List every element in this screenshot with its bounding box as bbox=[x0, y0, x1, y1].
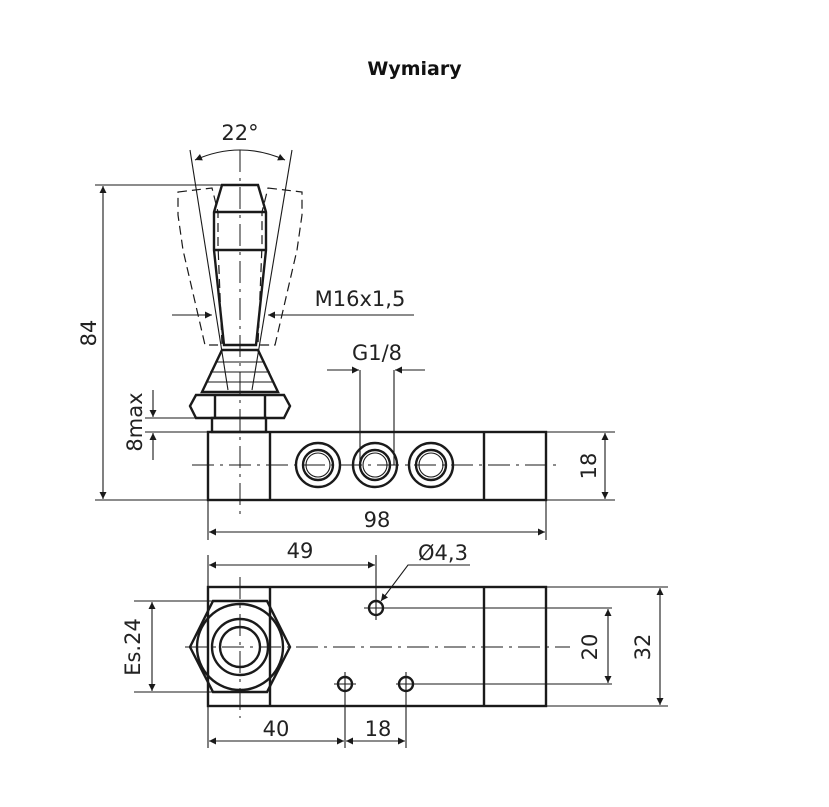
dim-hole-spacing-v: 20 bbox=[578, 634, 602, 661]
dim-hex: Es.24 bbox=[121, 618, 145, 676]
front-view: 22° 84 M16x1,5 G1/8 8max 18 98 bbox=[77, 121, 615, 540]
valve-body bbox=[206, 430, 548, 502]
dim-hole-dia: Ø4,3 bbox=[418, 541, 468, 565]
dim-hole-pos: 49 bbox=[287, 539, 314, 563]
dim-nut-gap: 8max bbox=[123, 392, 147, 451]
hex-nut bbox=[188, 599, 292, 694]
port-circles bbox=[294, 441, 455, 489]
dim-hole-spacing-h: 18 bbox=[365, 717, 392, 741]
dim-width: 32 bbox=[631, 634, 655, 661]
dim-length: 98 bbox=[364, 508, 391, 532]
dim-block-height: 18 bbox=[577, 453, 601, 480]
lever-handle bbox=[177, 149, 303, 520]
dim-offset: 40 bbox=[263, 717, 290, 741]
dim-height: 84 bbox=[77, 320, 101, 347]
plan-view: 49 Ø4,3 Es.24 20 32 40 18 bbox=[121, 539, 668, 748]
dim-thread: M16x1,5 bbox=[315, 287, 406, 311]
dim-angle: 22° bbox=[221, 121, 258, 145]
dim-port: G1/8 bbox=[352, 341, 402, 365]
page-title: Wymiary bbox=[367, 58, 462, 80]
